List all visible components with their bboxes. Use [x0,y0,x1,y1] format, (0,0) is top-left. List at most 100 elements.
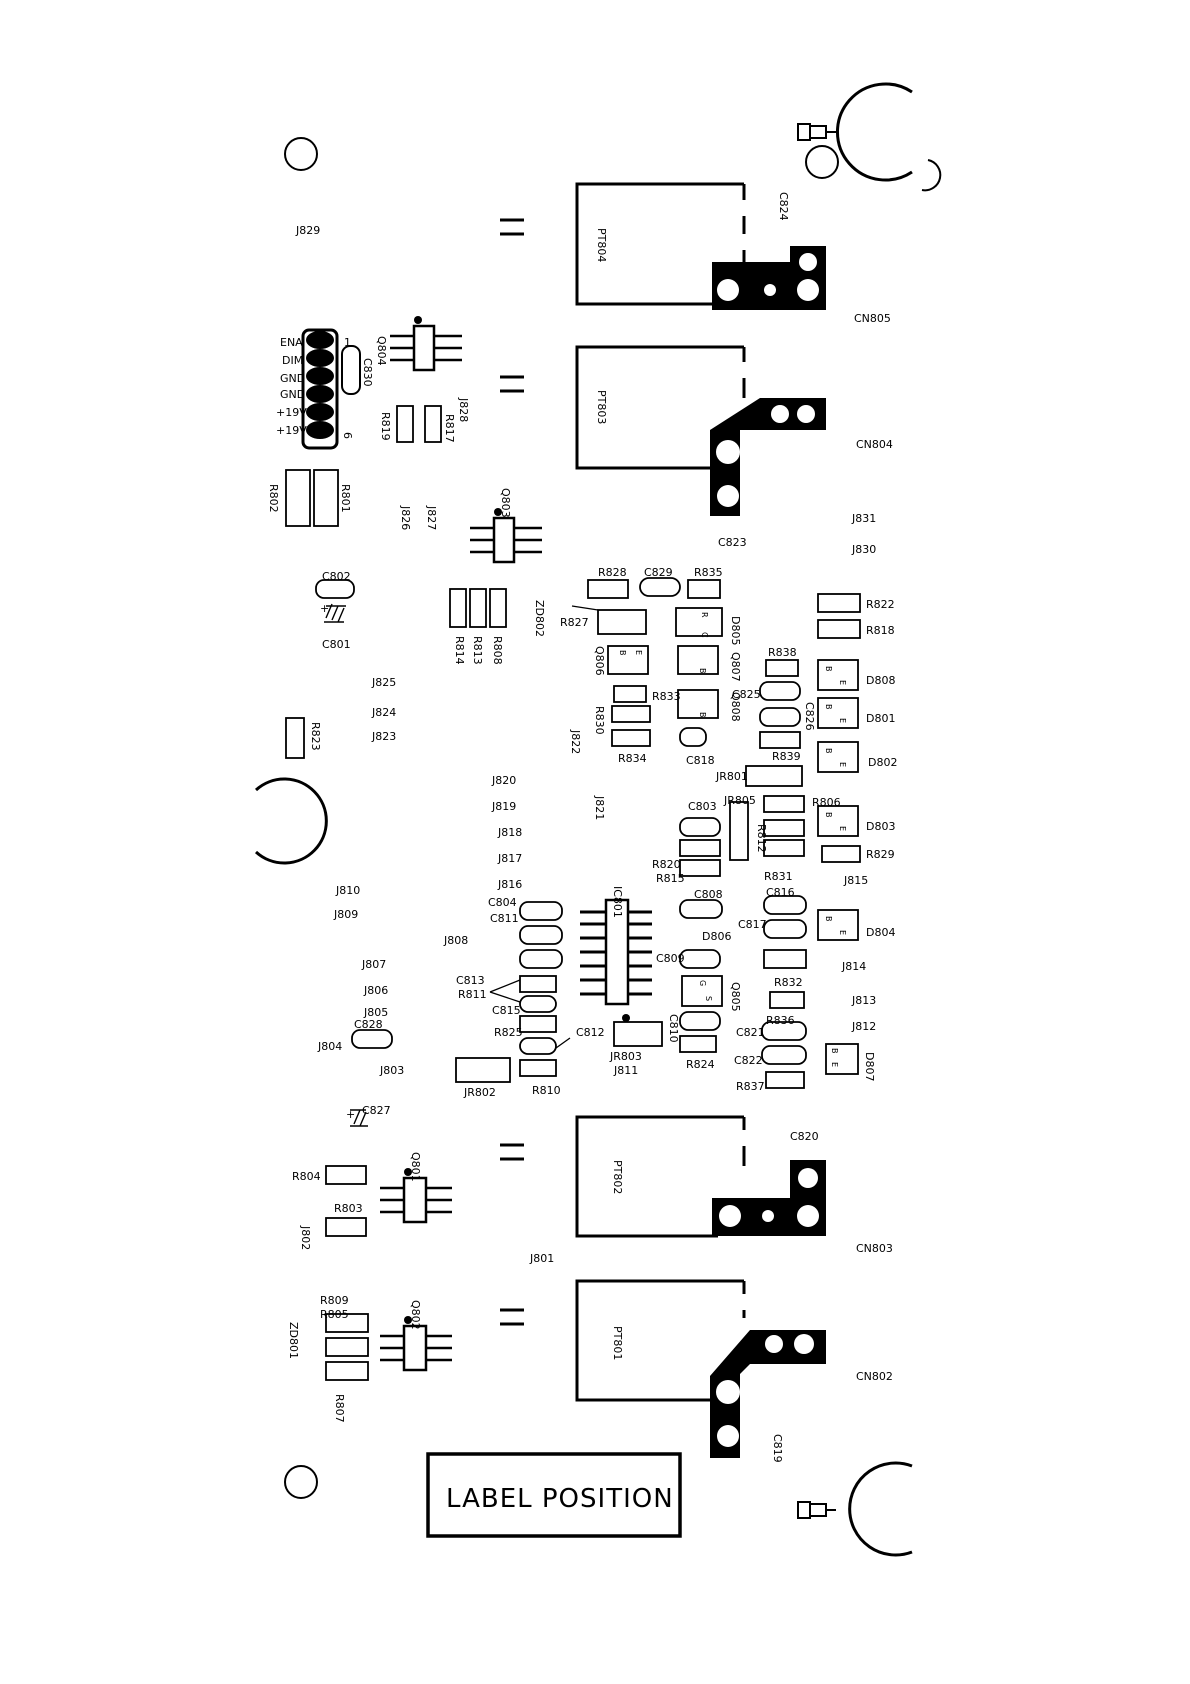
label-j829: J829 [295,224,320,237]
label-r803: R803 [334,1202,363,1215]
label-r834: R834 [618,752,647,765]
label-r829: R829 [866,848,895,861]
pad-letter: R [700,612,709,618]
pad-letter: B [824,704,833,710]
label-r811: R811 [458,988,487,1001]
pad-letter: E [838,762,847,767]
label-j830: J830 [851,543,876,556]
label-r809: R809 [320,1294,349,1307]
label-r819: R819 [379,412,392,441]
label-j826: J826 [399,505,412,530]
label-j821: J821 [593,795,606,820]
label-r812: R812 [755,824,768,853]
label-r823: R823 [309,722,322,751]
pad-letter: B [618,650,627,656]
label-j822: J822 [569,729,582,754]
label-r805: R805 [320,1308,349,1321]
label-r828: R828 [598,566,627,579]
label-c830: C830 [361,358,374,387]
label-c802: C802 [322,570,351,583]
label-j828: J828 [457,397,470,422]
label-pt802: PT802 [611,1160,624,1194]
label-j803: J803 [379,1064,404,1077]
label-ic801: IC801 [611,886,624,918]
label-j814: J814 [841,960,866,973]
label-pt804: PT804 [595,228,608,262]
pad-letter: E [838,826,847,831]
pin-label-dim: DIM [282,354,303,367]
label-c818: C818 [686,754,715,767]
label-r810: R810 [532,1084,561,1097]
label-c815: C815 [492,1004,521,1017]
label-j825: J825 [371,676,396,689]
label-c803: C803 [688,800,717,813]
label-q801: Q801 [409,1152,422,1182]
label-r818: R818 [866,624,895,637]
label-j823: J823 [371,730,396,743]
label-c813: C813 [456,974,485,987]
label-j804: J804 [317,1040,342,1053]
label-j811: J811 [613,1064,638,1077]
label-jr802: JR802 [463,1086,496,1099]
label-j801: J801 [529,1252,554,1265]
label-position-text: LABEL POSITION [446,1484,674,1514]
label-c819: C819 [771,1434,784,1463]
pin-number-first: 1 [344,336,351,349]
label-q805: Q805 [729,982,742,1012]
label-d801: D801 [866,712,895,725]
label-c809: C809 [656,952,685,965]
label-r825: R825 [494,1026,523,1039]
label-j815: J815 [843,874,868,887]
screw-icon [797,123,836,141]
label-jr801: JR801 [715,770,748,783]
pin-label-gnd: GND [280,372,305,385]
mounting-hole-large-tr [835,82,913,182]
label-c810: C810 [667,1014,680,1043]
label-c829: C829 [644,566,673,579]
label-r822: R822 [866,598,895,611]
label-d808: D808 [866,674,895,687]
pad-letter: E [838,680,847,685]
pin-label-19v: +19V [276,424,307,437]
label-d802: D802 [868,756,897,769]
label-r808: R808 [491,636,504,665]
mounting-hole-large-br [848,1461,913,1557]
label-c820: C820 [790,1130,819,1143]
label-d807: D807 [863,1052,876,1081]
label-cn803: CN803 [856,1242,893,1255]
label-j819: J819 [491,800,516,813]
label-r830: R830 [593,706,606,735]
label-zd802: ZD802 [533,600,546,637]
label-position-box [426,1452,682,1538]
label-d804: D804 [866,926,895,939]
label-cn802: CN802 [856,1370,893,1383]
label-c827: C827 [362,1104,391,1117]
pin-label-19v: +19V [276,406,307,419]
pin-label-gnd: GND [280,388,305,401]
label-r814: R814 [453,636,466,665]
label-q808: Q808 [729,692,742,722]
pad-letter: S [704,996,713,1001]
transformer-outline-pt801 [575,1279,744,1402]
pad-letter: B [824,812,833,818]
label-cn804: CN804 [856,438,893,451]
label-j817: J817 [497,852,522,865]
label-pt801: PT801 [611,1326,624,1360]
pad-letter: B [830,1048,839,1054]
label-j809: J809 [333,908,358,921]
screw-icon [797,1501,836,1519]
label-jr803: JR803 [609,1050,642,1063]
connector-pads [306,331,334,439]
pad-letter: B [824,666,833,672]
label-r817: R817 [443,414,456,443]
label-j813: J813 [851,994,876,1007]
label-j816: J816 [497,878,522,891]
pad-letter: E [838,718,847,723]
label-jr805: JR805 [723,794,756,807]
label-q803: Q803 [499,488,512,518]
label-r833: R833 [652,690,681,703]
label-r807: R807 [333,1394,346,1423]
label-j812: J812 [851,1020,876,1033]
pad-letter: B [698,712,707,718]
label-r838: R838 [768,646,797,659]
